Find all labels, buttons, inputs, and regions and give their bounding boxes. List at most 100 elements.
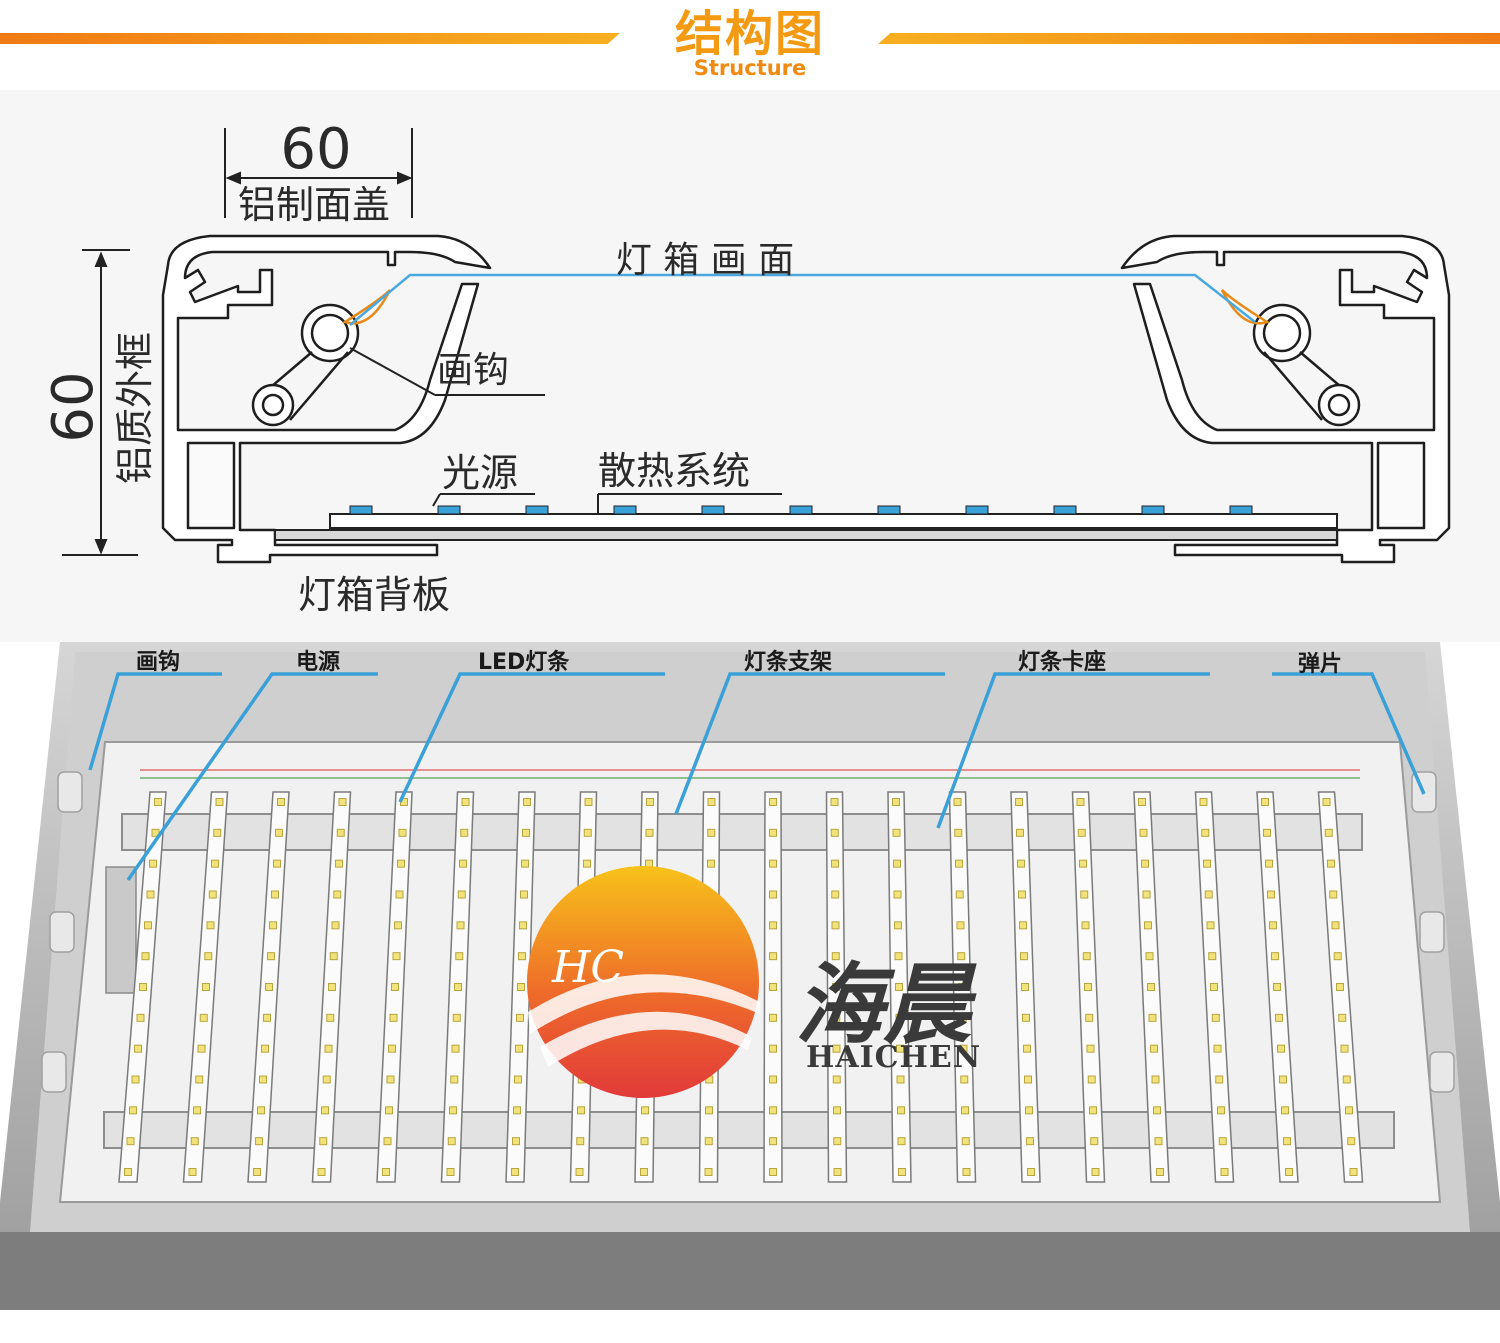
led-bead	[1271, 952, 1279, 961]
led-bead	[830, 798, 839, 806]
callout-lines	[88, 672, 1426, 882]
led-bead	[1210, 983, 1218, 991]
led-bead	[511, 1168, 519, 1176]
led-bead	[640, 1168, 648, 1176]
led-bead	[961, 1137, 970, 1146]
led-bead	[277, 798, 285, 806]
led-bead	[450, 1075, 459, 1084]
strip-bracket-top	[121, 813, 1363, 851]
led-bead	[1089, 1106, 1097, 1115]
led-bead	[206, 921, 215, 930]
led-bead	[333, 890, 342, 899]
led-bead	[1281, 1106, 1289, 1115]
led-bead	[1215, 1075, 1224, 1084]
led-bead	[456, 921, 465, 930]
led-bead	[451, 1044, 460, 1053]
led-bead	[141, 952, 150, 961]
led-bead	[257, 1106, 265, 1115]
led-bead	[1213, 1044, 1222, 1053]
led-bead	[386, 1075, 395, 1084]
right-frame-profile	[1120, 234, 1451, 564]
header-divider-right	[878, 33, 1500, 44]
led-bead	[397, 859, 405, 868]
led-bead	[832, 1075, 841, 1084]
led-bead	[392, 952, 401, 961]
led-bead	[1147, 983, 1155, 991]
callout-power-supply: 电源	[296, 650, 341, 675]
led-bead	[1153, 1106, 1161, 1115]
left-frame-profile	[161, 234, 492, 564]
led-chip	[525, 505, 549, 515]
back-plate	[274, 529, 1338, 541]
width-dimension-label: 铝制面盖	[238, 183, 390, 227]
led-bead	[1338, 1013, 1347, 1022]
led-chip	[877, 505, 901, 515]
led-bead	[831, 859, 839, 868]
led-bead	[1145, 952, 1154, 961]
led-bead	[126, 1137, 135, 1146]
led-bead	[831, 890, 840, 899]
led-bead	[215, 798, 224, 806]
led-bead	[398, 828, 407, 837]
hook-label: 画钩	[437, 350, 509, 391]
led-bead	[139, 983, 147, 991]
led-bead	[131, 1075, 140, 1084]
led-bead	[577, 1106, 585, 1115]
led-bead	[459, 859, 467, 868]
led-bead	[1026, 1137, 1034, 1146]
led-bead	[134, 1044, 142, 1053]
cross-section-diagram: 60 铝制面盖 60 铝质外框	[0, 90, 1500, 642]
led-bead	[894, 921, 902, 930]
led-bead	[1080, 890, 1089, 899]
led-bead	[1086, 1044, 1095, 1053]
led-bead	[328, 983, 336, 991]
led-bead	[1018, 890, 1026, 899]
led-bead	[188, 1168, 197, 1176]
led-bead	[518, 952, 526, 961]
led-bead	[1331, 921, 1340, 930]
led-bead	[1208, 952, 1217, 961]
led-bead	[1027, 1168, 1035, 1176]
led-bead	[516, 1013, 524, 1022]
led-bead	[461, 798, 470, 806]
led-bead	[895, 1013, 904, 1022]
led-bead	[1342, 1075, 1351, 1084]
led-bead	[190, 1137, 199, 1146]
led-bead	[1154, 1137, 1163, 1146]
led-bead	[208, 890, 217, 899]
led-bead	[388, 1044, 396, 1053]
power-supply	[105, 866, 137, 994]
led-bead	[1090, 1137, 1099, 1146]
led-bead	[1017, 859, 1025, 868]
led-bead	[513, 1106, 521, 1115]
led-bead	[331, 921, 340, 930]
led-bead	[144, 921, 152, 930]
led-bead	[515, 1044, 523, 1053]
led-chip	[437, 505, 461, 515]
led-bead	[1340, 1044, 1349, 1053]
strip-bracket-bottom	[103, 1111, 1395, 1149]
led-bead	[897, 1106, 905, 1115]
led-bead	[1025, 1106, 1033, 1115]
led-bead	[1217, 1106, 1225, 1115]
led-bead	[769, 890, 777, 899]
callout-strip-bracket: 灯条支架	[744, 650, 833, 675]
height-dimension-label: 铝质外框	[113, 332, 157, 484]
led-bead	[519, 921, 527, 930]
led-bead	[202, 983, 210, 991]
led-bead	[1333, 952, 1342, 961]
led-bead	[253, 1168, 261, 1176]
led-chip-row	[349, 505, 1253, 515]
width-dimension	[224, 128, 413, 218]
frame-bottom-edge	[0, 1232, 1500, 1310]
led-bead	[1336, 983, 1344, 991]
led-bead	[149, 859, 157, 868]
led-bead	[269, 921, 277, 930]
led-bead	[1263, 828, 1271, 837]
led-bead	[897, 1137, 906, 1146]
led-bead	[273, 859, 281, 868]
led-bead	[1156, 1168, 1164, 1176]
led-chip	[1229, 505, 1253, 515]
led-bead	[832, 1013, 841, 1022]
led-bead	[959, 1044, 968, 1053]
